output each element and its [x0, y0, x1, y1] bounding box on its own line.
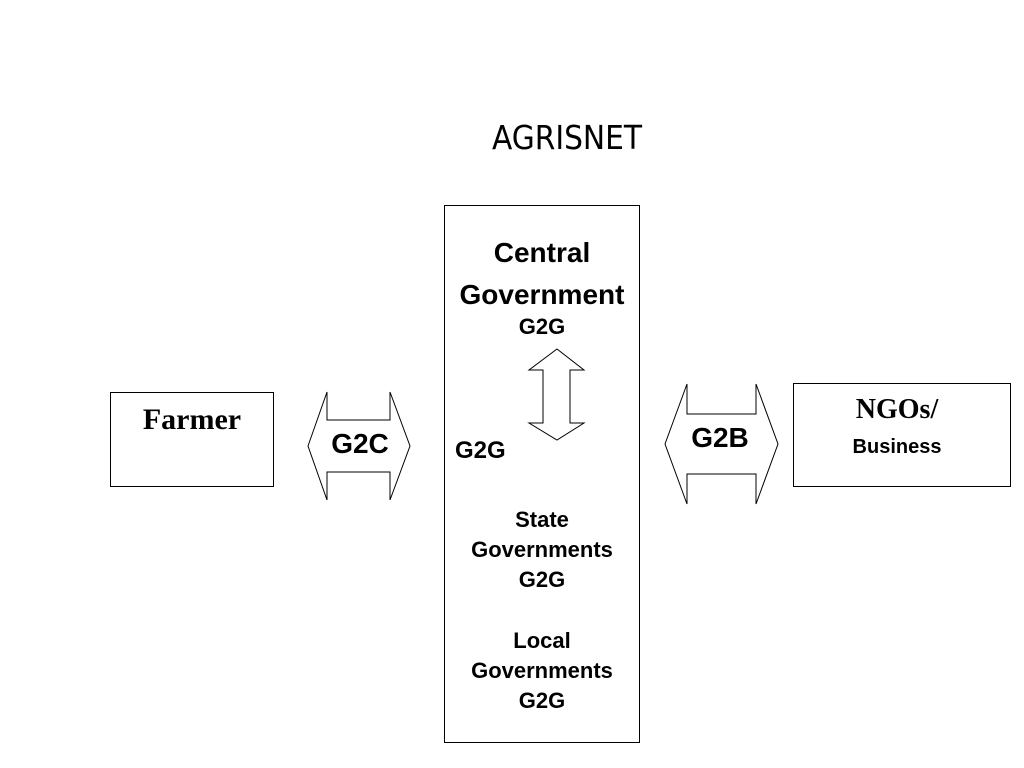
- state-governments-label: State Governments G2G: [444, 505, 640, 595]
- ngo-business-box: [793, 383, 1011, 487]
- central-g2g-label: G2G: [518, 314, 566, 339]
- diagram-title: AGRISNET: [491, 118, 643, 157]
- g2c-double-arrow: [307, 391, 411, 501]
- ngo-label: NGOs/: [855, 394, 939, 425]
- farmer-box: [110, 392, 274, 487]
- vertical-double-arrow: [527, 348, 586, 441]
- state-line2: Governments: [471, 537, 613, 562]
- inner-g2g-label: G2G: [455, 437, 506, 464]
- state-g2g: G2G: [518, 567, 566, 592]
- government-column-box: [444, 205, 640, 743]
- farmer-label: Farmer: [142, 403, 242, 436]
- local-g2g: G2G: [518, 688, 566, 713]
- g2c-label: G2C: [331, 428, 389, 459]
- state-line1: State: [515, 507, 569, 532]
- local-line1: Local: [513, 628, 571, 653]
- central-government-label: Central Government: [444, 232, 640, 316]
- business-label: Business: [852, 436, 942, 458]
- local-governments-label: Local Governments G2G: [444, 626, 640, 716]
- g2b-double-arrow: [664, 383, 779, 505]
- central-line1: Central: [493, 237, 591, 268]
- local-line2: Governments: [471, 658, 613, 683]
- g2b-label: G2B: [691, 422, 749, 453]
- central-line2: Government: [459, 279, 625, 310]
